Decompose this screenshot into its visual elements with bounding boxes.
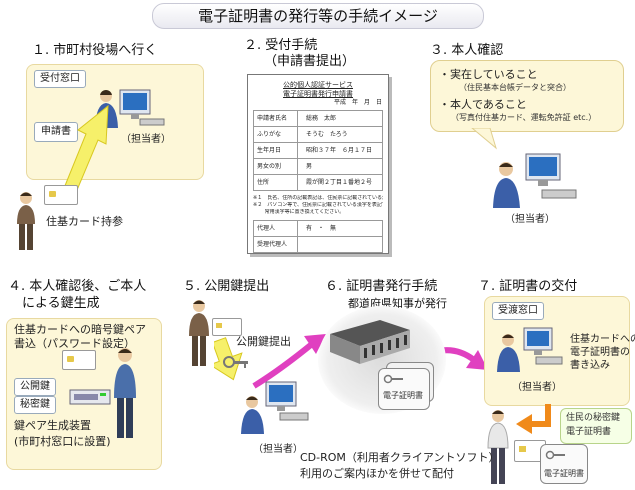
- magenta-arrow-icon: [252, 334, 326, 389]
- staff-label: （担当者）: [505, 214, 555, 225]
- delivery-window-label: 受渡窓口: [492, 302, 544, 320]
- citizen-person-icon: [114, 348, 136, 438]
- device-label-2: (市町村窓口に設置): [14, 435, 111, 448]
- computer-icon: [525, 153, 577, 199]
- government-building-icon: [330, 320, 410, 364]
- step-1-heading: １. 市町村役場へ行く: [32, 43, 158, 58]
- residence-card-icon: [44, 185, 78, 205]
- form-row: 生年月日昭和３７年 ６月１７日: [254, 143, 382, 159]
- staff-label: （担当者）: [121, 134, 171, 145]
- application-doc-label: 申請書: [34, 122, 78, 142]
- form-note-2: ※２ パソコン等で、住民票に記載されている漢字を表記できない場合、: [253, 202, 383, 208]
- form-note-1: ※１ 氏名、住所の記載表記は、住民票に記載されている漢字を用いてください。: [253, 195, 383, 201]
- cdrom-note-1: CD-ROM（利用者クライアントソフト）: [300, 451, 500, 464]
- step-7-heading: ７. 証明書の交付: [478, 279, 578, 294]
- card-carry-label: 住基カード持参: [46, 215, 123, 228]
- step-4-subheading: による鍵生成: [22, 296, 100, 311]
- computer-icon: [119, 89, 165, 126]
- staff-person-icon: [493, 162, 520, 208]
- form-row: 申請者氏名総務 太郎: [254, 111, 382, 127]
- private-key-callout: 住民の秘密鍵: [566, 413, 621, 423]
- citizen-person-icon: [487, 410, 509, 484]
- public-key-submit-label: 公開鍵提出: [236, 335, 291, 348]
- form-row: 住所霞が関２丁目１番地２号: [254, 175, 382, 191]
- identity-check-bubble: ・実在していること （住民基本台帳データと突合） ・本人であること （写真付住基…: [430, 60, 624, 132]
- step-2-subheading: （申請書提出）: [264, 54, 356, 69]
- key-icon: [223, 356, 248, 368]
- reception-window-label: 受付窓口: [34, 70, 86, 88]
- staff-person-icon: [241, 396, 264, 434]
- public-key-label: 公開鍵: [14, 378, 56, 396]
- issued-certificate-label: 電子証明書: [544, 469, 584, 478]
- exists-check: ・実在していること: [439, 68, 538, 81]
- certificate-card: 電子証明書: [378, 368, 430, 410]
- key-icon: [383, 374, 403, 384]
- form-row: 男女の別男: [254, 159, 382, 175]
- write-label-2: 電子証明書の: [570, 347, 630, 358]
- orange-arrow-icon: [516, 404, 551, 434]
- residence-card-icon: [212, 318, 242, 336]
- key-generator-device-icon: [69, 389, 111, 405]
- exists-check-detail: （住民基本台帳データと突合）: [459, 83, 571, 92]
- step-6-heading: ６. 証明書発行手続: [325, 279, 438, 294]
- form-note-2b: 常用漢字等に置き換えてください。: [253, 209, 345, 215]
- residence-card-icon: [62, 350, 96, 370]
- form-row: ふりがなそうむ たろう: [254, 127, 382, 143]
- identity-check: ・本人であること: [439, 98, 527, 111]
- citizen-person-icon: [189, 300, 209, 366]
- form-agent-row-2: 受理代理人: [254, 237, 382, 252]
- form-header-2: 電子証明書発行申請書: [283, 90, 353, 98]
- key-icon: [545, 450, 565, 460]
- staff-person-icon: [497, 334, 520, 372]
- key-write-desc-2: 書込（パスワード設定）: [14, 337, 135, 350]
- computer-icon: [523, 327, 563, 365]
- write-label-1: 住基カードへの: [570, 334, 635, 345]
- step-2-heading: ２. 受付手続: [244, 38, 318, 53]
- application-form: 公的個人認証サービス 電子証明書発行申請書 平成 年 月 日 申請者氏名総務 太…: [247, 74, 389, 254]
- keys-callout: 住民の秘密鍵 電子証明書: [560, 408, 632, 444]
- page-title: 電子証明書の発行等の手続イメージ: [152, 3, 484, 29]
- form-date: 平成 年 月 日: [333, 99, 382, 106]
- staff-label: （担当者）: [512, 382, 562, 393]
- form-header-1: 公的個人認証サービス: [283, 81, 353, 89]
- bubble-tail: [471, 128, 497, 150]
- staff-label: （担当者）: [253, 444, 303, 455]
- issued-certificate-card: 電子証明書: [540, 444, 588, 484]
- write-label-3: 書き込み: [570, 360, 610, 371]
- step-3-heading: ３. 本人確認: [430, 43, 504, 58]
- device-label-1: 鍵ペア生成装置: [14, 419, 91, 432]
- key-write-desc-1: 住基カードへの暗号鍵ペア: [14, 323, 146, 336]
- form-agent-row: 代理人有 ・ 無: [254, 221, 382, 237]
- certificate-callout: 電子証明書: [566, 427, 612, 437]
- private-key-label: 秘密鍵: [14, 396, 56, 414]
- cdrom-note-2: 利用のご案内ほかを併せて配付: [300, 467, 454, 480]
- certificate-label: 電子証明書: [383, 391, 423, 400]
- computer-icon: [265, 381, 309, 421]
- step-4-heading: ４. 本人確認後、ご本人: [8, 279, 147, 294]
- step-5-heading: ５. 公開鍵提出: [183, 279, 270, 294]
- citizen-person-icon: [17, 192, 35, 250]
- identity-check-detail: （写真付住基カード、運転免許証 etc.）: [451, 113, 597, 122]
